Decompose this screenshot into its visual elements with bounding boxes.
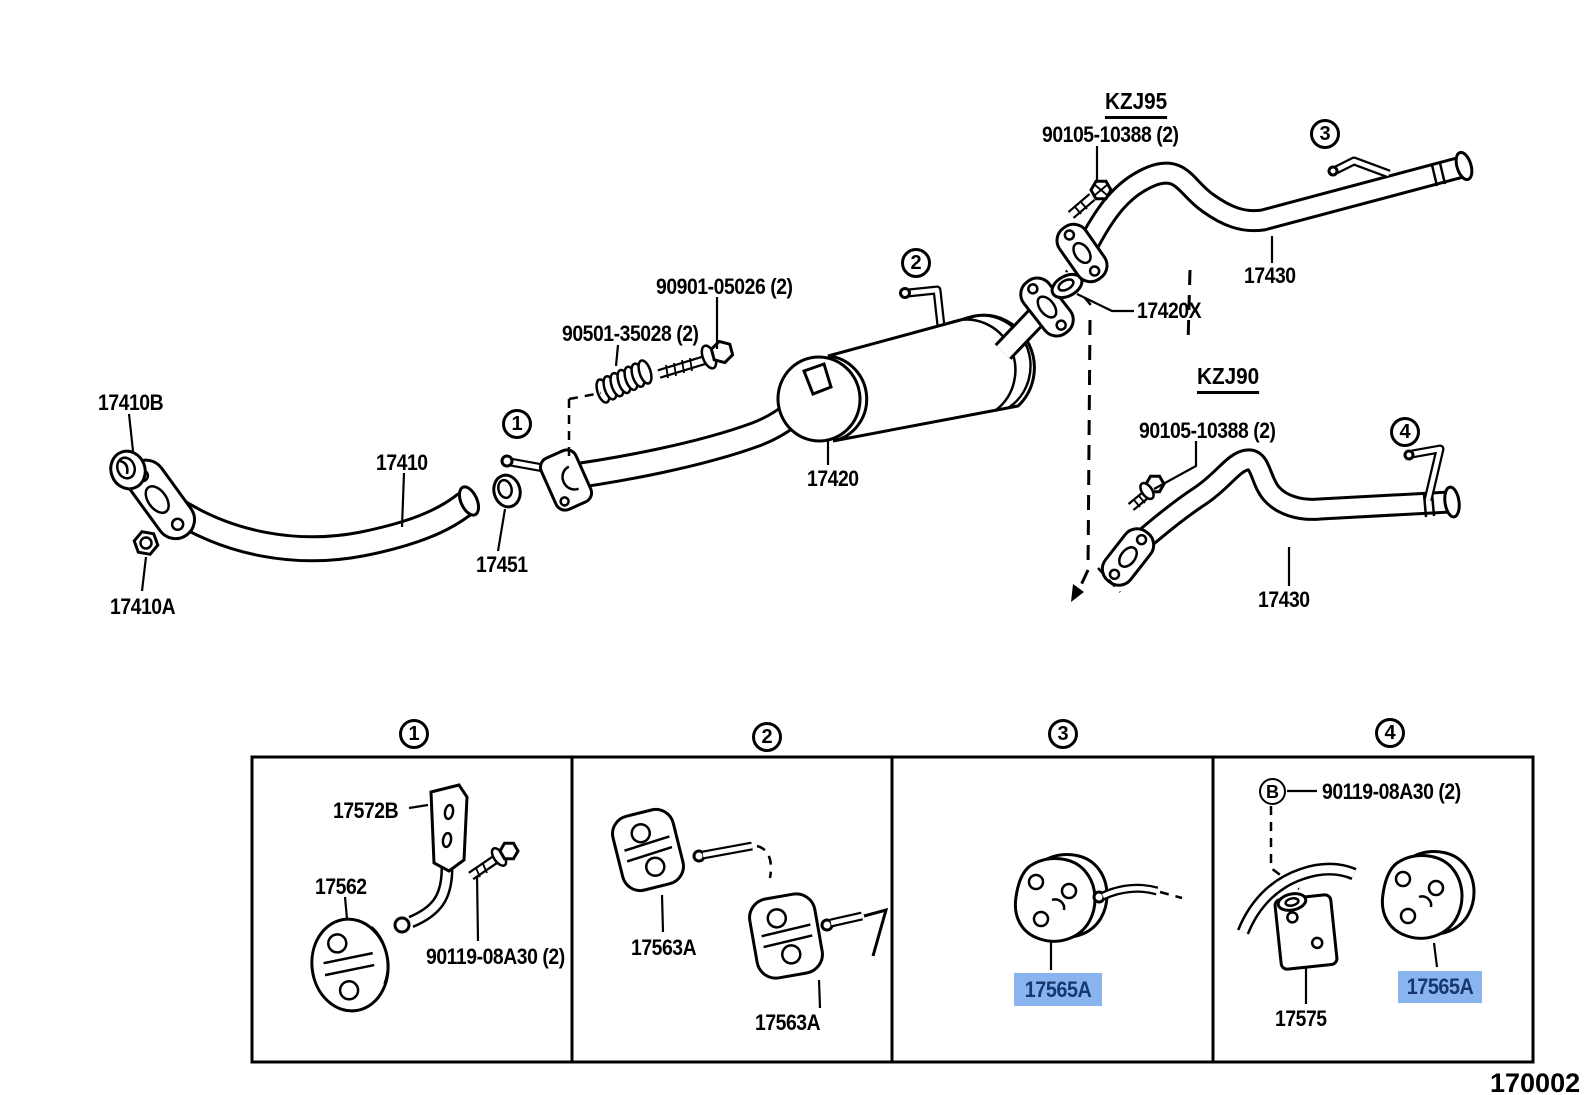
part-label-17572b[interactable]: 17572B (333, 798, 399, 823)
part-label-90501-35028[interactable]: 90501-35028 (2) (562, 321, 699, 346)
legend-panel-3-parts (1013, 853, 1183, 943)
part-label-90119-08a30-p4[interactable]: 90119-08A30 (2) (1322, 779, 1461, 804)
gasket-17451-shape (492, 473, 522, 509)
part-label-17565a-p4: 17565A (1406, 974, 1474, 999)
part-label-17410b[interactable]: 17410B (98, 390, 164, 415)
callout-3: 3 (1310, 119, 1340, 149)
part-label-17430-kzj90[interactable]: 17430 (1258, 587, 1310, 612)
gasket-17410B-shape (109, 449, 147, 491)
model-header-kzj90: KZJ90 (1197, 365, 1260, 394)
legend-panel-2-parts (611, 807, 889, 980)
part-label-17420[interactable]: 17420 (807, 466, 859, 491)
part-label-17575[interactable]: 17575 (1275, 1006, 1327, 1031)
model-header-kzj95: KZJ95 (1105, 90, 1168, 119)
kzj90-tail-pipe-17430 (1100, 444, 1461, 587)
part-label-17563a-lower[interactable]: 17563A (755, 1010, 821, 1035)
part-label-17562[interactable]: 17562 (315, 874, 367, 899)
legend-panel-1-parts (310, 783, 520, 1013)
muffler-rear-flange (1019, 276, 1075, 338)
highlighted-part-17565a-p4[interactable]: 17565A (1398, 971, 1482, 1003)
part-label-90901-05026[interactable]: 90901-05026 (2) (656, 274, 793, 299)
part-label-17410[interactable]: 17410 (376, 450, 428, 475)
ref-marker-b: B (1259, 778, 1286, 805)
callout-4: 4 (1390, 417, 1420, 447)
highlighted-part-17565a-p3[interactable]: 17565A (1014, 973, 1102, 1006)
part-label-17420x[interactable]: 17420X (1137, 298, 1202, 323)
part-label-17430-kzj95[interactable]: 17430 (1244, 263, 1296, 288)
part-label-90105-10388-kzj90[interactable]: 90105-10388 (2) (1139, 418, 1276, 443)
leader-lines (127, 146, 1439, 1009)
part-label-90105-10388-kzj95[interactable]: 90105-10388 (2) (1042, 122, 1179, 147)
front-pipe-17410 (125, 458, 481, 563)
assembly-dashed-lines (567, 269, 1192, 602)
part-label-17451[interactable]: 17451 (476, 552, 528, 577)
part-label-17565a-p3: 17565A (1024, 976, 1092, 1002)
nut-17410A-shape (132, 530, 160, 556)
legend-callout-3: 3 (1048, 719, 1078, 749)
center-pipe-muffler-17420 (500, 276, 1075, 512)
callout-2: 2 (901, 248, 931, 278)
figure-code: 170002 (1490, 1068, 1581, 1095)
legend-callout-4: 4 (1375, 718, 1405, 748)
legend-callout-1: 1 (399, 719, 429, 749)
part-label-17410a[interactable]: 17410A (110, 594, 176, 619)
part-label-90119-08a30-p1[interactable]: 90119-08A30 (2) (426, 944, 565, 969)
callout-1: 1 (502, 409, 532, 439)
part-label-17563a-upper[interactable]: 17563A (631, 935, 697, 960)
bolt-90901-shape (657, 339, 735, 379)
legend-panel-4-parts (1236, 806, 1476, 971)
legend-callout-2: 2 (752, 722, 782, 752)
legend-box (250, 755, 1535, 1064)
kzj95-tail-pipe-17430 (1055, 150, 1474, 284)
spring-90501-shape (595, 359, 653, 404)
